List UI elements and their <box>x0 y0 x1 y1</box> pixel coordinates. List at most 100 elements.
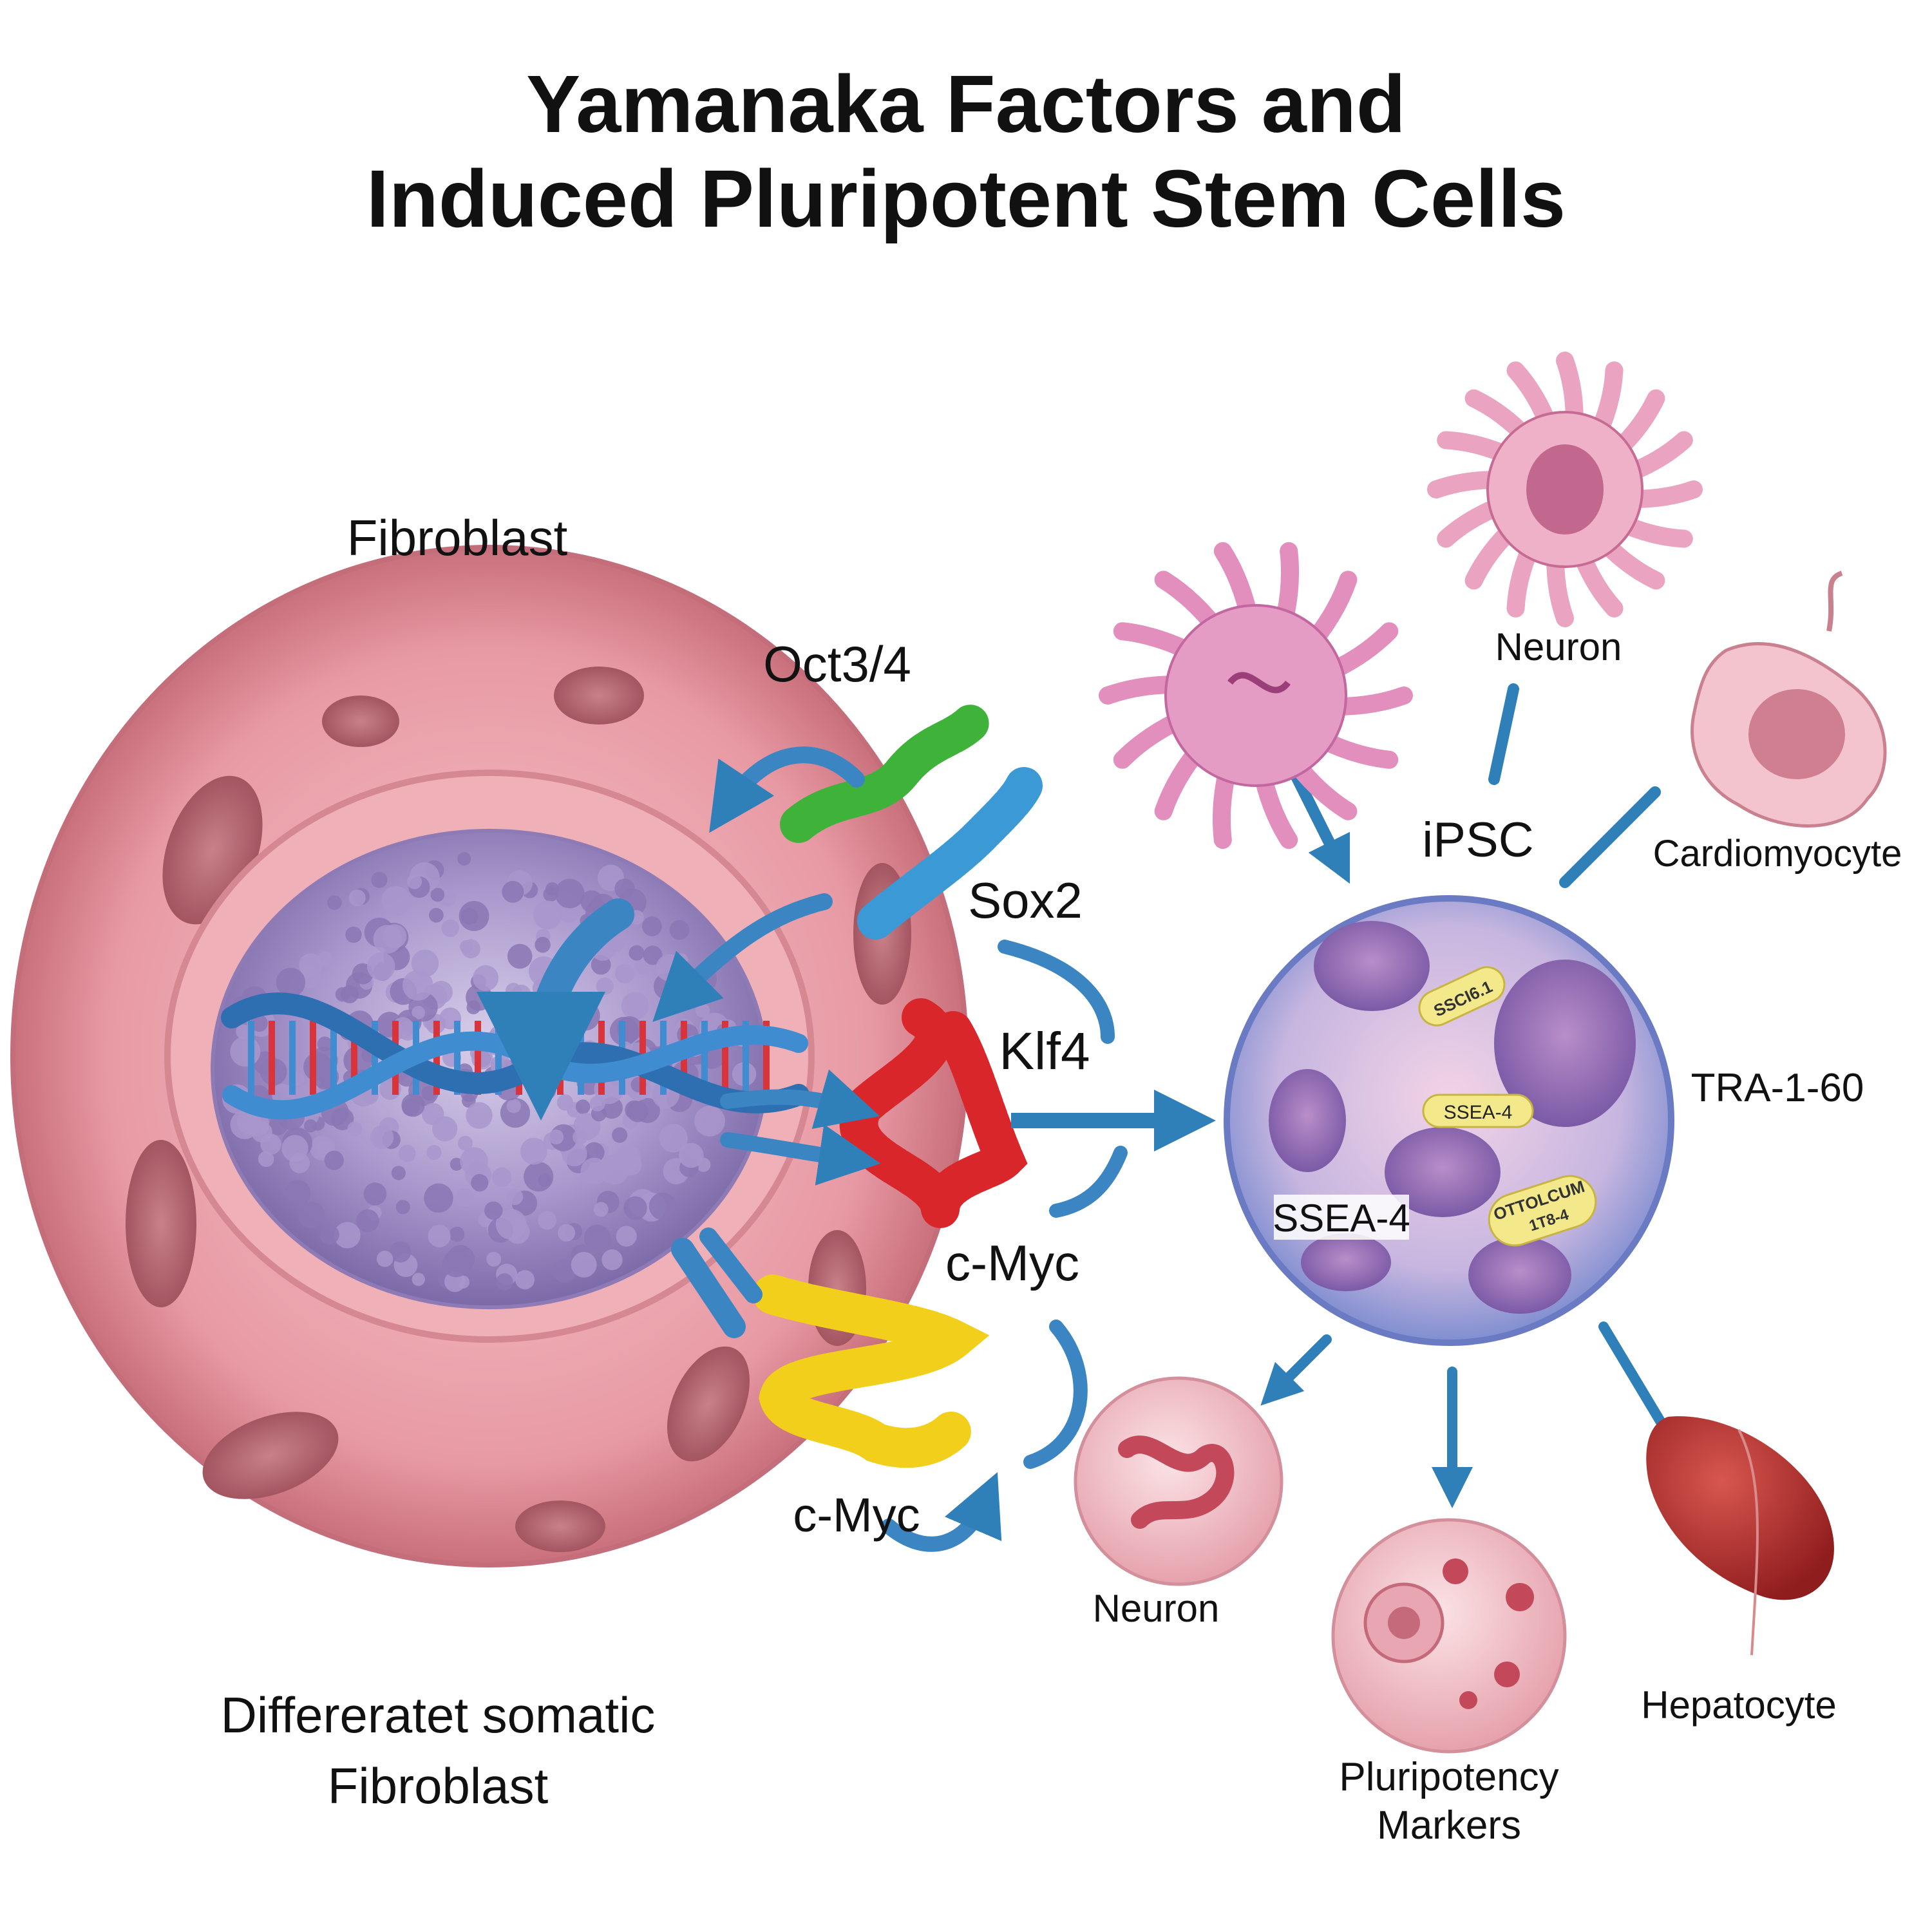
chromatin-dot <box>556 1094 574 1111</box>
chromatin-dot <box>473 965 499 991</box>
ipsc-organelle <box>1301 1233 1391 1291</box>
chromatin-dot <box>335 987 350 1002</box>
chromatin-dot <box>460 1147 488 1175</box>
differentiation-arrows <box>1260 683 1667 1508</box>
chromatin-dot <box>334 1222 361 1249</box>
chromatin-dot <box>573 1129 588 1145</box>
chromatin-dot <box>486 1251 502 1267</box>
factor-sox-label: Sox2 <box>968 872 1083 929</box>
chromatin-dot <box>614 1144 641 1171</box>
klf-protein <box>839 998 1028 1214</box>
chromatin-dot <box>345 926 362 943</box>
chromatin-dot <box>343 1046 372 1075</box>
factor-myc-lower-label: c-Myc <box>793 1488 920 1542</box>
chromatin-dot <box>459 901 489 931</box>
chromatin-dot <box>621 992 649 1020</box>
chromatin-dot <box>580 1157 608 1185</box>
chromatin-dot <box>583 1224 611 1251</box>
oct-protein <box>780 703 991 843</box>
chromatin-dot <box>457 852 471 866</box>
chromatin-dot <box>629 945 645 961</box>
chromatin-dot <box>356 1209 379 1233</box>
chromatin-dot <box>449 1226 465 1242</box>
chromatin-dot <box>635 960 650 975</box>
chromatin-dot <box>381 886 411 916</box>
chromatin-dot <box>649 1192 677 1220</box>
chromatin-dot <box>324 1150 344 1170</box>
ipsc-organelle <box>1269 1069 1346 1172</box>
chromatin-dot <box>642 916 662 936</box>
ipsc-organelle <box>1494 960 1636 1127</box>
chromatin-dot <box>612 1127 628 1143</box>
chromatin-dot <box>327 895 342 910</box>
chromatin-dot <box>395 1200 410 1215</box>
chromatin-dot <box>524 1162 554 1192</box>
chromatin-dot <box>412 1273 425 1286</box>
chromatin-dot <box>571 1252 597 1278</box>
chromatin-dot <box>538 1211 556 1230</box>
pluripotency-label-1: Pluripotency <box>1339 1755 1558 1799</box>
cardiomyocyte-cell <box>1690 571 1887 828</box>
chromatin-dot <box>506 1188 524 1206</box>
chromatin-dot <box>471 1174 489 1192</box>
chromatin-dot <box>397 1021 418 1041</box>
marker-tag <box>1422 1094 1534 1128</box>
chromatin-dot <box>426 1144 442 1160</box>
chromatin-dot <box>694 1105 725 1137</box>
star-cell-left <box>1099 542 1413 849</box>
mitochondrion <box>667 1346 750 1462</box>
chromatin-dot <box>535 936 551 953</box>
chromatin-dot <box>507 943 533 969</box>
chromatin-dot <box>276 967 306 998</box>
chromatin-dot <box>383 924 407 949</box>
factor-arrows <box>477 746 1128 1552</box>
chromatin-dot <box>554 878 585 909</box>
chromatin-dot <box>289 1153 310 1173</box>
factor-myc-label: c-Myc <box>945 1235 1079 1291</box>
chromatin-dot <box>299 953 323 977</box>
chromatin-dot <box>533 900 562 930</box>
chromatin-dot <box>601 1249 623 1271</box>
chromatin-dot <box>429 907 444 923</box>
chromatin-dot <box>466 1102 493 1129</box>
chromatin-dot <box>656 954 683 981</box>
marker-label-box <box>1274 1195 1409 1240</box>
chromatin-dot <box>502 880 524 903</box>
chromatin-dot <box>424 1183 453 1213</box>
chromatin-dot <box>391 1166 406 1180</box>
marker-tag <box>1418 966 1506 1027</box>
neuron-round-cell <box>1074 1376 1283 1586</box>
chromatin-dot <box>298 1202 325 1229</box>
ipsc-organelle <box>1385 1127 1501 1217</box>
chromatin-dot <box>506 1099 521 1113</box>
star-cell-top <box>1427 352 1703 627</box>
marker-tag <box>1488 1175 1597 1247</box>
chromatin-dot <box>511 985 531 1004</box>
chromatin-dot <box>575 1099 591 1114</box>
chromatin-dot <box>367 952 395 981</box>
ipsc-organelle <box>1314 921 1430 1011</box>
title-line-1: Yamanaka Factors and <box>526 59 1406 149</box>
fibroblast-top-label: Fibroblast <box>347 509 568 566</box>
chromatin-dot <box>347 1121 363 1137</box>
chromatin-dot <box>495 1209 527 1240</box>
chromatin-dot <box>319 1225 339 1245</box>
chromatin-dot <box>250 1014 268 1032</box>
marker-tra-label: TRA-1-60 <box>1691 1066 1864 1110</box>
chromatin-dot <box>370 1125 394 1150</box>
chromatin-dot <box>549 1129 564 1145</box>
chromatin-dot <box>450 1157 463 1171</box>
chromatin-dot <box>442 1249 470 1278</box>
chromatin-dot <box>390 1241 412 1263</box>
chromatin-dot <box>371 871 388 888</box>
chromatin-dot <box>461 939 480 958</box>
neuron-bottom-label: Neuron <box>1093 1587 1220 1630</box>
marker-tag-ssea4-small: SSEA-4 <box>1444 1102 1513 1123</box>
chromatin-dot <box>616 1226 637 1247</box>
chromatin-dot <box>570 1001 600 1031</box>
ipsc-label: iPSC <box>1422 813 1533 867</box>
chromatin-dot <box>659 1124 688 1153</box>
ipsc-cell <box>1224 895 1674 1346</box>
mitochondrion <box>126 1140 196 1307</box>
